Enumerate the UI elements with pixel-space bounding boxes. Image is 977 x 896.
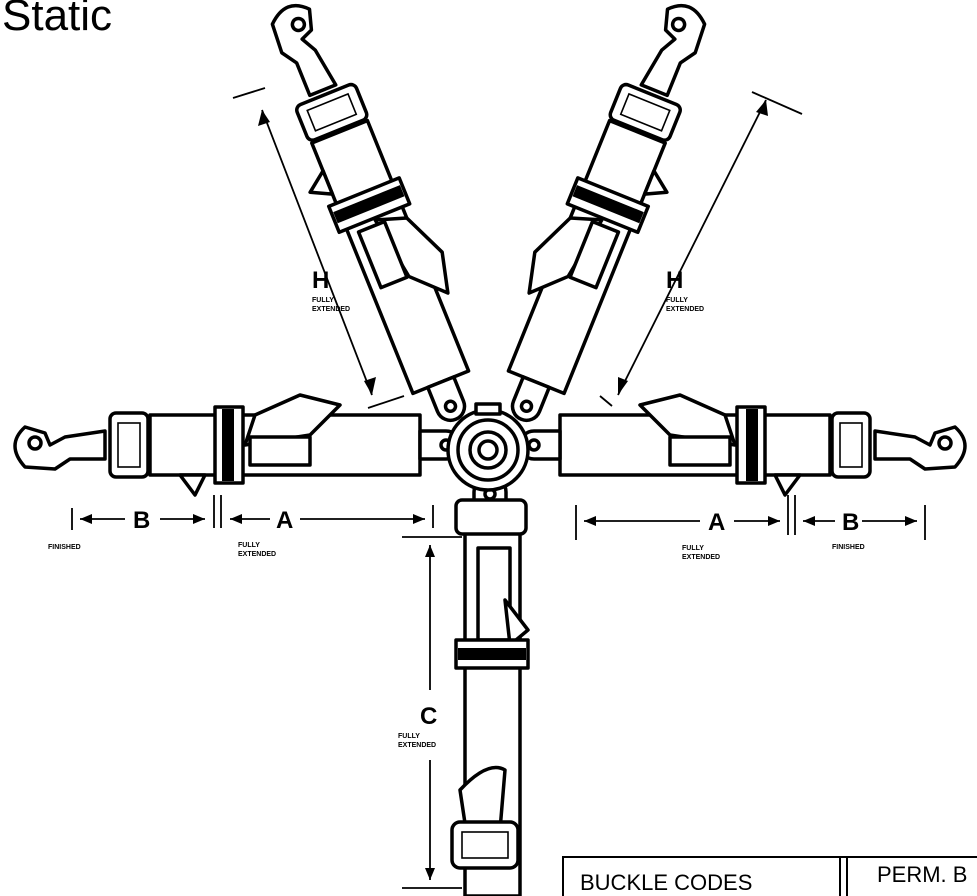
note-finished-left: FINISHED (48, 544, 81, 551)
table-header-perm: PERM. B (877, 862, 967, 887)
note-extended-c: EXTENDED (398, 742, 436, 749)
label-a-right: A (708, 509, 725, 536)
note-extended-h-left: EXTENDED (312, 306, 350, 313)
note-fully-c: FULLY (398, 733, 420, 740)
left-lap-strap (13, 393, 462, 497)
note-fully-h-right: FULLY (666, 297, 688, 304)
label-h-right: H (666, 267, 683, 294)
note-extended-a-left: EXTENDED (238, 551, 276, 558)
right-shoulder-strap (473, 0, 737, 440)
diagram-title: Static (2, 0, 113, 40)
label-c: C (420, 703, 437, 730)
buckle-code-table: BUCKLE CODES PERM. B (562, 856, 977, 896)
note-finished-right: FINISHED (832, 544, 865, 551)
label-h-left: H (312, 267, 329, 294)
arrowheads (80, 100, 917, 880)
rotary-buckle (446, 402, 530, 492)
label-a-left: A (276, 507, 293, 534)
left-shoulder-strap (240, 0, 504, 440)
note-fully-a-left: FULLY (238, 542, 260, 549)
dimension-lines (71, 87, 926, 889)
label-b-right: B (842, 509, 859, 536)
right-lap-strap (518, 393, 967, 497)
note-extended-a-right: EXTENDED (682, 554, 720, 561)
note-fully-h-left: FULLY (312, 297, 334, 304)
note-extended-h-right: EXTENDED (666, 306, 704, 313)
table-header-buckle-codes: BUCKLE CODES (580, 870, 752, 895)
label-b-left: B (133, 507, 150, 534)
sub-strap (450, 474, 530, 896)
note-fully-a-right: FULLY (682, 545, 704, 552)
